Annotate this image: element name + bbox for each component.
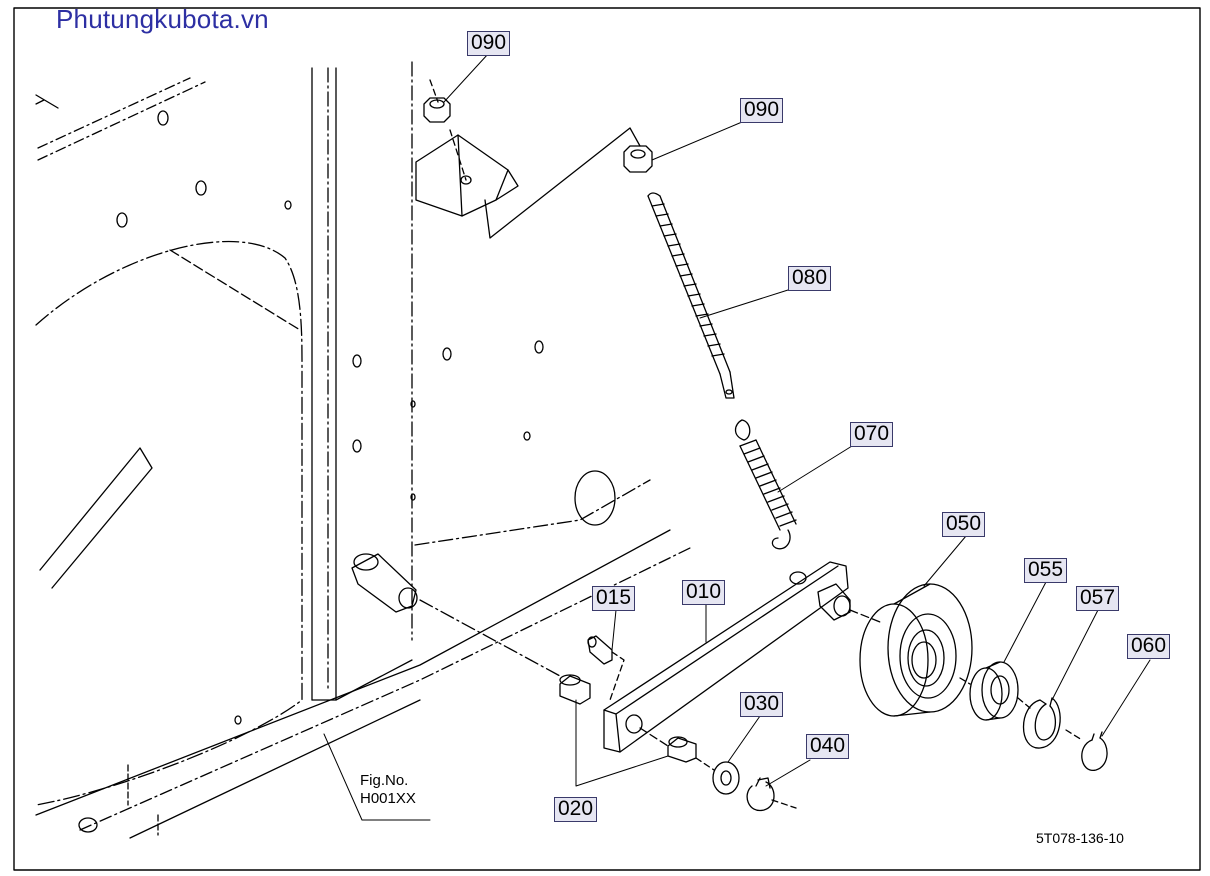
- drawing-code: 5T078-136-10: [1036, 830, 1124, 846]
- callout-020[interactable]: 020: [554, 797, 598, 822]
- callout-055[interactable]: 055: [1024, 558, 1068, 583]
- figure-reference-number: H001XX: [360, 790, 416, 807]
- callout-070[interactable]: 070: [850, 422, 894, 447]
- nut-090-right: [623, 145, 653, 173]
- callout-080[interactable]: 080: [788, 266, 832, 291]
- callout-057[interactable]: 057: [1076, 586, 1120, 611]
- figure-reference-label: Fig.No.: [360, 772, 409, 789]
- tension-spring-070: [734, 419, 797, 550]
- idler-pulley-050: [849, 583, 973, 717]
- callout-060[interactable]: 060: [1127, 634, 1171, 659]
- callout-030[interactable]: 030: [740, 692, 784, 717]
- external-circlip-060: [1065, 729, 1108, 771]
- washer-030: [695, 757, 740, 795]
- callout-010[interactable]: 010: [682, 580, 726, 605]
- figure-reference: Fig.No. H001XX: [360, 772, 416, 808]
- bushing-020-b: [639, 727, 697, 763]
- threaded-rod-080: [647, 192, 735, 399]
- page-frame: [13, 7, 1201, 871]
- pivot-pin: [351, 553, 561, 677]
- nut-090-upper: [423, 97, 451, 123]
- leader-lines: [323, 53, 1151, 821]
- watermark-text: Phutungkubota.vn: [56, 4, 269, 34]
- internal-circlip-057: [1017, 697, 1061, 749]
- snap-ring-040: [746, 777, 797, 812]
- machine-housing: [35, 61, 691, 839]
- callout-090-right[interactable]: 090: [740, 98, 784, 123]
- ball-bearing-055: [959, 661, 1019, 721]
- callout-040[interactable]: 040: [806, 734, 850, 759]
- bushing-020-a: [559, 674, 591, 705]
- grease-nipple-015: [587, 635, 625, 701]
- callout-090-upper[interactable]: 090: [467, 31, 511, 56]
- callout-015[interactable]: 015: [592, 586, 636, 611]
- callout-050[interactable]: 050: [942, 512, 986, 537]
- idler-arm-010: [603, 561, 851, 753]
